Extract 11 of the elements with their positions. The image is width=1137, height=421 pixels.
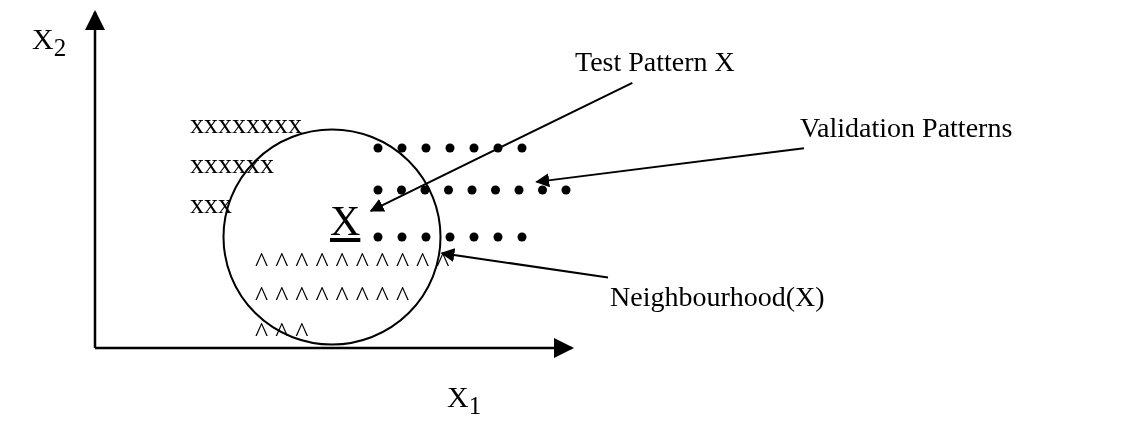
callout-text: Neighbourhood(X) [610,277,870,317]
leader-arrow [369,81,634,212]
leader-arrow [535,147,805,188]
leader-arrow [440,248,609,279]
class-symbols: xxxxxxxx [190,108,302,140]
pattern-mark: X [330,198,370,244]
axis-label: X$_{1}$ [447,380,482,420]
axis-label: X$_{2}$ [32,22,67,62]
callout-text: Test Pattern X [575,42,775,82]
class-symbols: ^^^^^^^^ [255,280,417,312]
callout-text: Validation Patterns [800,108,1130,148]
